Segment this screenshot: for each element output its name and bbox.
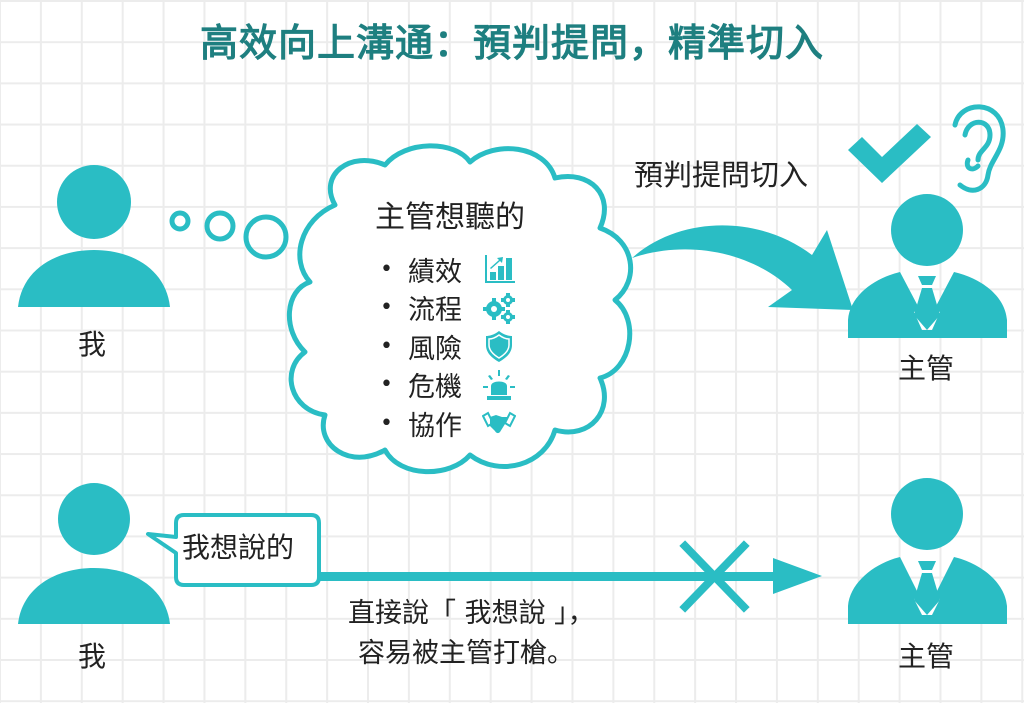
straight-arrow-icon [319,558,822,594]
person-me-top-icon [18,165,170,307]
manager-label-bottom: 主管 [898,640,955,673]
caption-line-1: 直接說「 我想說 」， [348,598,595,629]
me-label-bottom: 我 [78,640,107,673]
bullet: • [380,256,393,282]
arrow-label: 預判提問切入 [634,158,809,192]
bullet: • [380,410,393,436]
list-item-risk: • 風險 [374,327,516,366]
person-me-bottom-icon [18,483,170,624]
siren-alarm-icon [483,369,515,400]
manager-bottom-icon [848,478,1007,624]
page-title: 高效向上溝通：預判提問，精準切入 [199,21,824,65]
bullet: • [380,372,393,398]
thought-dots-icon [169,210,289,260]
speech-bubble-text: 我想說的 [182,531,295,564]
checkmark-icon [848,124,931,183]
bullet: • [380,333,393,359]
handshake-icon [482,411,516,434]
list-item-label: 危機 [408,372,462,404]
cloud-heading: 主管想聽的 [375,200,525,235]
list-item-label: 績效 [408,256,462,288]
list-item-label: 風險 [408,333,462,365]
gears-icon [483,292,515,324]
thought-cloud-shape [287,143,633,475]
list-item-collaboration: • 協作 [374,404,516,443]
manager-label-top: 主管 [898,352,955,385]
list-item-label: 流程 [408,295,462,327]
speech-bubble-shape [146,513,321,587]
caption-line-2: 容易被主管打槍。 [358,638,574,669]
manager-top-icon [848,194,1007,338]
list-item-performance: • 績效 [374,250,516,289]
bullet: • [380,295,393,321]
list-item-label: 協作 [408,410,462,442]
list-item-process: • 流程 [374,289,516,328]
bar-chart-growth-icon [485,255,515,284]
x-mark-icon [679,540,750,613]
me-label-top: 我 [78,328,107,361]
shield-icon [486,331,512,363]
ear-icon [952,104,1006,193]
curved-arrow-icon [632,225,853,310]
list-item-crisis: • 危機 [374,366,516,405]
cloud-list: • 績效 • 流程 • 風險 • 危機 [374,250,516,443]
